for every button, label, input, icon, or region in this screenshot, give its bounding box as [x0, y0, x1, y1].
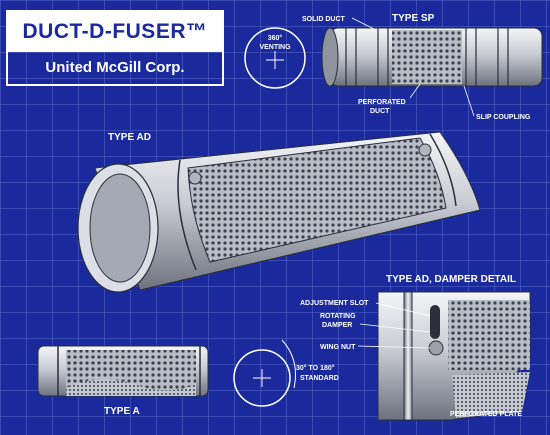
type-a-label: TYPE A	[104, 406, 140, 417]
damper-detail-view	[377, 291, 531, 421]
rotating-damper-label-line1: ROTATING	[320, 313, 356, 320]
logo-box: DUCT-D-FUSER™ United McGill Corp.	[6, 10, 224, 86]
type-ad-damper-detail-label: TYPE AD, DAMPER DETAIL	[386, 274, 516, 285]
perforated-plate-label: PERFORATED PLATE	[450, 411, 522, 418]
type-sp-label: TYPE SP	[392, 13, 435, 24]
wing-nut-label: WING NUT	[320, 344, 356, 351]
type-ad-duct	[77, 131, 481, 293]
type-a-duct	[37, 345, 209, 397]
standard-range-label-line1: 30° TO 180°	[296, 364, 335, 372]
adjustment-slot-label: ADJUSTMENT SLOT	[300, 300, 369, 307]
venting-circle	[244, 27, 306, 89]
venting-label-line2: VENTING	[259, 44, 291, 51]
solid-duct-label: SOLID DUCT	[302, 16, 346, 23]
company-name: United McGill Corp.	[45, 59, 185, 76]
type-sp-duct	[321, 27, 543, 87]
standard-range-circle	[233, 339, 296, 407]
perforated-duct-label-line2: DUCT	[370, 108, 390, 115]
rotating-damper-label-line2: DAMPER	[322, 322, 352, 329]
slip-coupling-label: SLIP COUPLING	[476, 114, 531, 121]
perforated-duct-label-line1: PERFORATED	[358, 99, 406, 106]
venting-label-line1: 360°	[268, 34, 283, 42]
type-ad-label: TYPE AD	[108, 132, 151, 143]
standard-range-label-line2: STANDARD	[300, 375, 339, 382]
product-title: DUCT-D-FUSER™	[8, 12, 222, 52]
